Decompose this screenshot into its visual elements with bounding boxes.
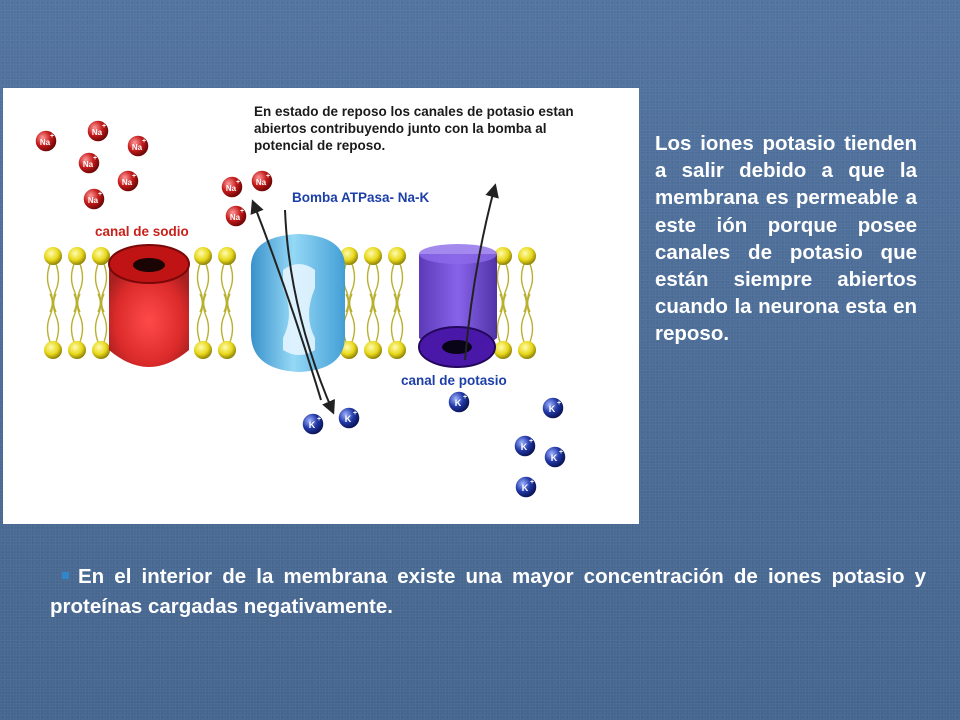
svg-text:Na: Na [226, 184, 237, 193]
phospholipid [68, 247, 86, 359]
sodium-ion: Na+ [224, 204, 248, 228]
phospholipid [494, 247, 512, 359]
svg-text:Na: Na [40, 138, 51, 147]
sodium-ion: Na+ [82, 187, 106, 211]
phospholipid [92, 247, 110, 359]
svg-text:+: + [530, 479, 534, 486]
side-explanation: Los iones potasio tienden a salir debido… [655, 132, 917, 346]
phospholipid [364, 247, 382, 359]
phospholipid [218, 247, 236, 359]
svg-text:+: + [102, 123, 106, 130]
svg-text:K: K [345, 414, 352, 424]
sodium-ion: Na+ [250, 169, 274, 193]
potassium-ion: K+ [447, 390, 471, 414]
membrane-diagram: Na+Na+Na+Na+Na+Na+Na+Na+Na+ K+K+K+K+K+K+… [34, 119, 567, 499]
potassium-ion: K+ [514, 475, 538, 499]
potassium-channel-label: canal de potasio [401, 373, 507, 388]
potassium-ion: K+ [301, 412, 325, 436]
sodium-ion: Na+ [126, 134, 150, 158]
svg-text:+: + [463, 394, 467, 401]
svg-text:K: K [521, 442, 528, 452]
figure-caption: En estado de reposo los canales de potas… [254, 104, 574, 153]
svg-text:+: + [353, 410, 357, 417]
sodium-ion: Na+ [86, 119, 110, 143]
svg-text:+: + [142, 138, 146, 145]
phospholipid [388, 247, 406, 359]
svg-text:Na: Na [122, 178, 133, 187]
potassium-ion: K+ [541, 396, 565, 420]
potassium-ions: K+K+K+K+K+K+K+ [301, 390, 567, 499]
svg-text:+: + [529, 438, 533, 445]
sodium-ion: Na+ [77, 151, 101, 175]
svg-text:Na: Na [92, 128, 103, 137]
svg-text:Na: Na [230, 213, 241, 222]
svg-text:+: + [98, 191, 102, 198]
svg-text:+: + [240, 208, 244, 215]
svg-text:+: + [557, 400, 561, 407]
svg-text:K: K [309, 420, 316, 430]
bullet-text: En el interior de la membrana existe una… [50, 565, 926, 618]
potassium-ion: K+ [337, 406, 361, 430]
svg-text:K: K [551, 453, 558, 463]
ion-flow-arrows [250, 183, 499, 415]
pump-label: Bomba ATPasa- Na-K [292, 190, 430, 205]
svg-text:+: + [50, 133, 54, 140]
svg-text:+: + [132, 173, 136, 180]
potassium-channel [418, 244, 497, 368]
sodium-ion: Na+ [220, 175, 244, 199]
svg-text:Na: Na [256, 178, 267, 187]
svg-text:+: + [236, 179, 240, 186]
svg-text:+: + [317, 416, 321, 423]
sodium-ion: Na+ [116, 169, 140, 193]
sodium-ions: Na+Na+Na+Na+Na+Na+Na+Na+Na+ [34, 119, 274, 228]
svg-text:K: K [522, 483, 529, 493]
svg-text:Na: Na [132, 143, 143, 152]
membrane-figure: Na+Na+Na+Na+Na+Na+Na+Na+Na+ K+K+K+K+K+K+… [3, 88, 639, 524]
svg-text:Na: Na [88, 196, 99, 205]
potassium-ion: K+ [513, 434, 537, 458]
phospholipid [194, 247, 212, 359]
phospholipid [518, 247, 536, 359]
phospholipid [44, 247, 62, 359]
sodium-ion: Na+ [34, 129, 58, 153]
svg-text:K: K [455, 398, 462, 408]
svg-text:+: + [266, 173, 270, 180]
svg-text:Na: Na [83, 160, 94, 169]
bullet-point: En el interior de la membrana existe una… [50, 562, 926, 622]
sodium-channel [108, 244, 190, 367]
svg-text:+: + [559, 449, 563, 456]
square-bullet-icon [62, 572, 69, 579]
svg-text:+: + [93, 155, 97, 162]
svg-text:K: K [549, 404, 556, 414]
sodium-channel-label: canal de sodio [95, 224, 189, 239]
potassium-ion: K+ [543, 445, 567, 469]
